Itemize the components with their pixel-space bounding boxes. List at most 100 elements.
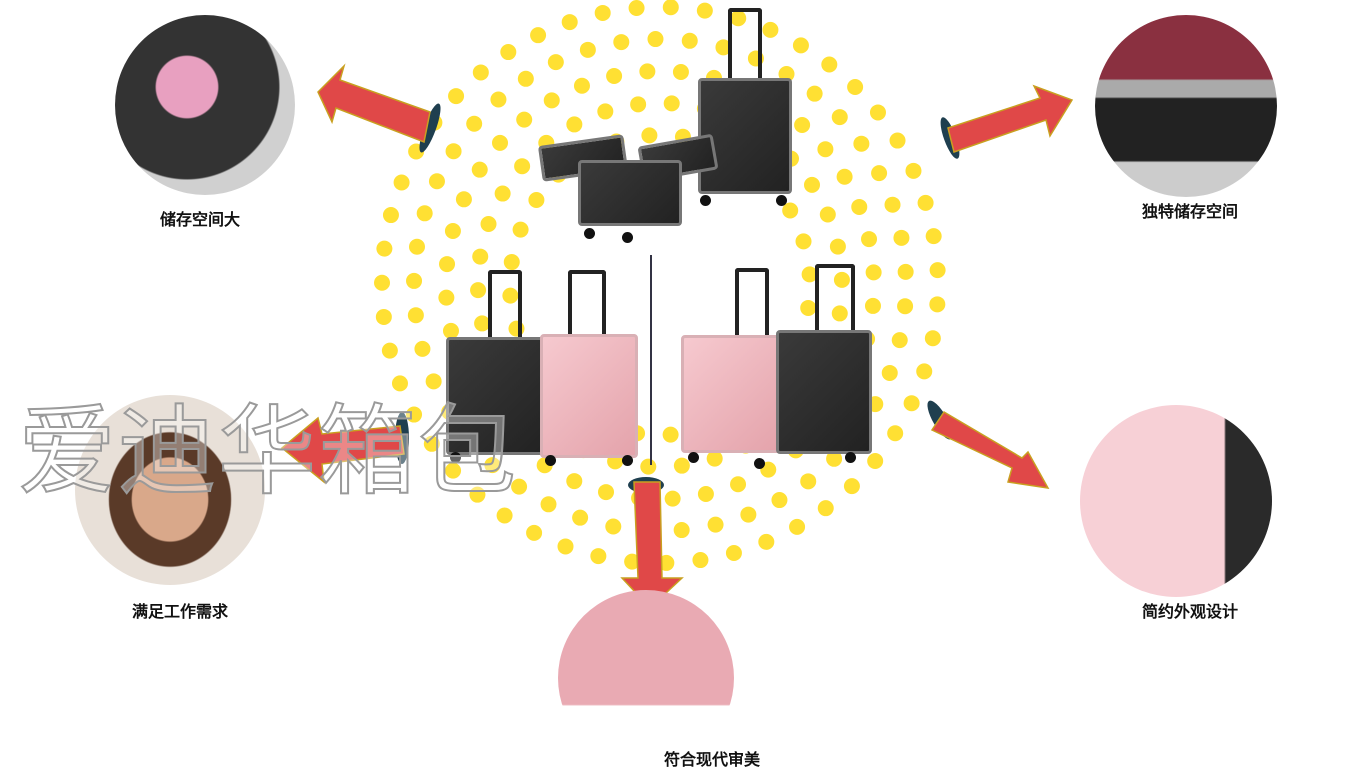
yellow-dot	[573, 77, 590, 94]
yellow-dot	[455, 191, 472, 208]
yellow-dot	[406, 406, 423, 423]
feature-label-simple-design: 简约外观设计	[1141, 602, 1239, 621]
arrow-top-left	[317, 63, 441, 153]
yellow-dot	[572, 509, 589, 526]
yellow-dot	[406, 272, 423, 289]
yellow-dot	[630, 96, 647, 113]
feature-label-work-needs: 满足工作需求	[131, 602, 229, 621]
yellow-dot	[514, 158, 531, 175]
yellow-dot	[472, 64, 489, 81]
yellow-dot	[897, 263, 914, 280]
yellow-dot	[826, 450, 843, 467]
arrow-top-right	[940, 84, 1074, 159]
yellow-dot	[929, 262, 946, 279]
yellow-dot	[503, 254, 520, 271]
yellow-dot	[917, 194, 934, 211]
yellow-dot	[628, 0, 645, 16]
yellow-dot	[771, 492, 788, 509]
yellow-dot	[540, 496, 557, 513]
yellow-dot	[496, 507, 513, 524]
yellow-dot	[445, 462, 462, 479]
yellow-dot	[836, 168, 853, 185]
yellow-dot	[864, 297, 881, 314]
yellow-dot	[502, 287, 519, 304]
yellow-dot	[789, 518, 806, 535]
yellow-dot	[566, 116, 583, 133]
yellow-dot	[470, 282, 487, 299]
yellow-dot	[641, 127, 658, 144]
yellow-dot	[924, 330, 941, 347]
yellow-dot	[891, 332, 908, 349]
yellow-dot	[847, 78, 864, 95]
yellow-dot	[929, 296, 946, 313]
yellow-dot	[472, 248, 489, 265]
yellow-dot	[833, 271, 850, 288]
yellow-dot	[640, 458, 657, 475]
yellow-dot	[673, 522, 690, 539]
watermark: 爱迪华箱包	[17, 394, 519, 510]
yellow-dot	[853, 135, 870, 152]
yellow-dot	[512, 221, 529, 238]
yellow-dot	[889, 132, 906, 149]
yellow-dot	[730, 476, 747, 493]
yellow-dot	[516, 111, 533, 128]
yellow-dot	[408, 238, 425, 255]
yellow-dot	[425, 373, 442, 390]
yellow-dot	[444, 223, 461, 240]
yellow-dot	[605, 518, 622, 535]
yellow-dot	[696, 2, 713, 19]
yellow-dot	[374, 274, 391, 291]
yellow-dot	[494, 185, 511, 202]
yellow-dot	[692, 552, 709, 569]
yellow-dot	[511, 478, 528, 495]
yellow-dot	[800, 473, 817, 490]
yellow-dot	[725, 544, 742, 561]
feature-image-simple-design	[1080, 405, 1272, 597]
yellow-dot	[438, 289, 455, 306]
yellow-dot	[557, 538, 574, 555]
yellow-dot	[492, 134, 509, 151]
yellow-dot	[706, 450, 723, 467]
yellow-dot	[393, 174, 410, 191]
yellow-dot	[800, 299, 817, 316]
arrow-middle-left	[280, 412, 409, 484]
yellow-dot	[782, 202, 799, 219]
feature-label-large-storage: 储存空间大	[159, 210, 241, 229]
yellow-dot	[903, 395, 920, 412]
yellow-dot	[881, 364, 898, 381]
yellow-dot	[547, 54, 564, 71]
yellow-dot	[843, 478, 860, 495]
yellow-dot	[664, 490, 681, 507]
yellow-dot	[376, 240, 393, 257]
yellow-dot	[663, 95, 680, 112]
yellow-dot	[480, 216, 497, 233]
feature-image-storage	[115, 15, 295, 195]
yellow-dot	[530, 27, 547, 44]
yellow-dot	[662, 0, 679, 16]
yellow-dot	[606, 67, 623, 84]
yellow-dot	[867, 453, 884, 470]
yellow-dot	[740, 506, 757, 523]
yellow-dot	[597, 103, 614, 120]
yellow-dot	[730, 10, 747, 27]
yellow-dot	[762, 21, 779, 38]
yellow-dot	[884, 196, 901, 213]
yellow-dot	[442, 322, 459, 339]
yellow-dot	[471, 161, 488, 178]
yellow-dot	[673, 457, 690, 474]
yellow-dot	[792, 37, 809, 54]
yellow-dot	[375, 308, 392, 325]
yellow-dot	[831, 305, 848, 322]
yellow-dot	[407, 307, 424, 324]
yellow-dot	[865, 264, 882, 281]
yellow-dot	[897, 298, 914, 315]
arrow-bottom	[620, 477, 684, 610]
yellow-dot	[474, 315, 491, 332]
yellow-dot	[819, 206, 836, 223]
yellow-dot	[613, 34, 630, 51]
yellow-dot	[707, 516, 724, 533]
yellow-dot	[893, 229, 910, 246]
yellow-dot	[561, 14, 578, 31]
yellow-dot	[803, 176, 820, 193]
yellow-dot	[851, 198, 868, 215]
